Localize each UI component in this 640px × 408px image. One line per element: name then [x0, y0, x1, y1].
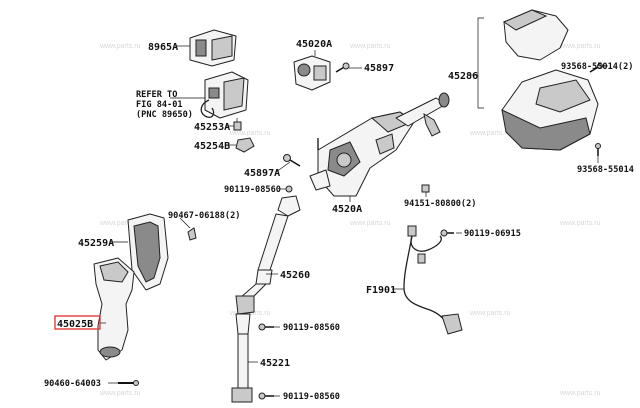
label-90119-06915[interactable]: 90119-06915 [464, 229, 521, 239]
part-90119-08560-upper-drawing[interactable] [285, 185, 293, 193]
part-90119-08560-lower-drawing[interactable] [258, 392, 274, 400]
part-93568-55014-drawing[interactable] [589, 63, 603, 157]
refer-note-line-2[interactable]: FIG 84-01 [136, 100, 183, 110]
label-4520A[interactable]: 4520A [332, 204, 362, 215]
watermark: www.parts.ru [99, 43, 141, 50]
watermark: www.parts.ru [229, 130, 271, 137]
label-45020A[interactable]: 45020A [296, 39, 332, 50]
label-93568-55014[interactable]: 93568-55014 [577, 165, 634, 175]
part-90119-08560-middle-drawing[interactable] [258, 323, 274, 331]
part-45260-drawing[interactable] [235, 195, 301, 315]
watermark: www.parts.ru [559, 390, 601, 397]
part-labels: 8965A 45020A 45897 45286 93568-55014(2) … [44, 39, 634, 402]
part-90460-64003-drawing[interactable] [118, 380, 139, 386]
label-94151-80800-2[interactable]: 94151-80800(2) [404, 199, 476, 209]
label-45260[interactable]: 45260 [280, 270, 310, 281]
part-94151-80800-drawing[interactable] [421, 184, 430, 193]
label-45253A[interactable]: 45253A [194, 122, 230, 133]
watermark: www.parts.ru [559, 43, 601, 50]
part-45254B-drawing[interactable] [235, 137, 255, 153]
watermark: www.parts.ru [99, 220, 141, 227]
label-90119-08560-middle[interactable]: 90119-08560 [283, 323, 340, 333]
part-45286-drawing[interactable] [501, 9, 599, 151]
label-90119-08560-lower[interactable]: 90119-08560 [283, 392, 340, 402]
watermark: www.parts.ru [349, 220, 391, 227]
label-90119-08560-upper[interactable]: 90119-08560 [224, 185, 281, 195]
part-45897A-drawing[interactable] [283, 154, 301, 167]
part-45253A-drawing[interactable] [233, 118, 242, 131]
label-93568-55014-2[interactable]: 93568-55014(2) [561, 62, 633, 72]
refer-note-line-1: REFER TO [136, 90, 177, 100]
part-45221-drawing[interactable] [231, 313, 253, 403]
label-45025B[interactable]: 45025B [57, 319, 93, 330]
part-4520A-drawing[interactable] [309, 92, 450, 197]
label-90460-64003[interactable]: 90460-64003 [44, 379, 101, 389]
watermark: www.parts.ru [469, 130, 511, 137]
watermark: www.parts.ru [469, 310, 511, 317]
part-45259A-drawing[interactable] [127, 213, 169, 291]
label-45254B[interactable]: 45254B [194, 141, 230, 152]
watermark: www.parts.ru [99, 390, 141, 397]
part-45897-drawing[interactable] [335, 62, 350, 73]
label-45897[interactable]: 45897 [364, 63, 394, 74]
watermark: www.parts.ru [349, 43, 391, 50]
part-45025B-drawing[interactable] [93, 257, 135, 361]
label-90467-06188-2[interactable]: 90467-06188(2) [168, 211, 240, 221]
refer-note-line-3: (PNC 89650) [136, 110, 193, 120]
watermarks: www.parts.ru www.parts.ru www.parts.ru w… [99, 43, 601, 397]
part-90467-06188-drawing[interactable] [187, 227, 197, 241]
label-45259A[interactable]: 45259A [78, 238, 114, 249]
part-refer-module-drawing[interactable] [200, 71, 249, 119]
highlight-box-45025B [54, 315, 101, 330]
part-8965A-drawing[interactable] [189, 29, 237, 67]
label-F1901[interactable]: F1901 [366, 285, 396, 296]
part-90119-06915-drawing[interactable] [440, 229, 454, 237]
label-8965A[interactable]: 8965A [148, 42, 178, 53]
part-45020A-drawing[interactable] [293, 55, 331, 91]
label-45286[interactable]: 45286 [448, 71, 478, 82]
leader-lines [100, 17, 608, 397]
watermark: www.parts.ru [559, 220, 601, 227]
label-45221[interactable]: 45221 [260, 358, 290, 369]
part-F1901-drawing[interactable] [403, 225, 463, 335]
label-45897A[interactable]: 45897A [244, 168, 280, 179]
